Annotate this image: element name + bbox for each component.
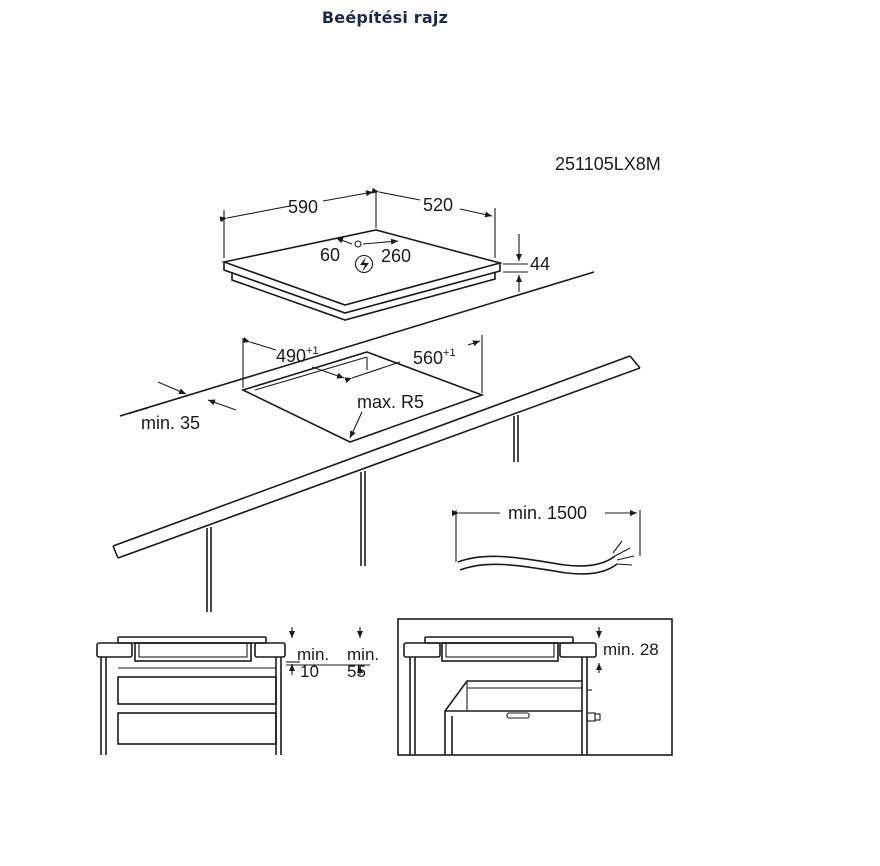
- hob-connection-right-label: 260: [381, 246, 411, 266]
- cutout-width-label: 490+1: [276, 345, 319, 366]
- cutout-width-tolerance: +1: [306, 345, 319, 357]
- left-gap-2-line2: 55: [347, 662, 366, 681]
- hob-connection-left-label: 60: [320, 245, 340, 265]
- section-right-drawing: [397, 618, 673, 756]
- hob-height-label: 44: [530, 254, 550, 274]
- right-gap-label: min. 28: [603, 640, 659, 659]
- hob-drawing: [219, 187, 528, 321]
- cutout-width-value: 490: [276, 346, 306, 366]
- page-title: Beépítési rajz: [321, 8, 449, 27]
- edge-distance-label: min. 35: [141, 413, 200, 433]
- corner-radius-label: max. R5: [357, 392, 424, 412]
- cutout-depth-tolerance: +1: [443, 347, 456, 359]
- worktop-drawing: [112, 271, 641, 612]
- left-gap-1-line2: 10: [300, 662, 319, 681]
- cable-length-label: min. 1500: [508, 503, 587, 523]
- hob-depth-label: 520: [423, 195, 453, 215]
- left-gap-1-line1: min.: [297, 645, 329, 664]
- hob-width-label: 590: [288, 197, 318, 217]
- cutout-depth-value: 560: [413, 348, 443, 368]
- cutout-depth-label: 560+1: [413, 347, 456, 368]
- left-gap-2-line1: min.: [347, 645, 379, 664]
- model-code: 251105LX8M: [555, 154, 661, 174]
- section-left-drawing: [96, 627, 370, 755]
- cable-drawing: [452, 510, 641, 575]
